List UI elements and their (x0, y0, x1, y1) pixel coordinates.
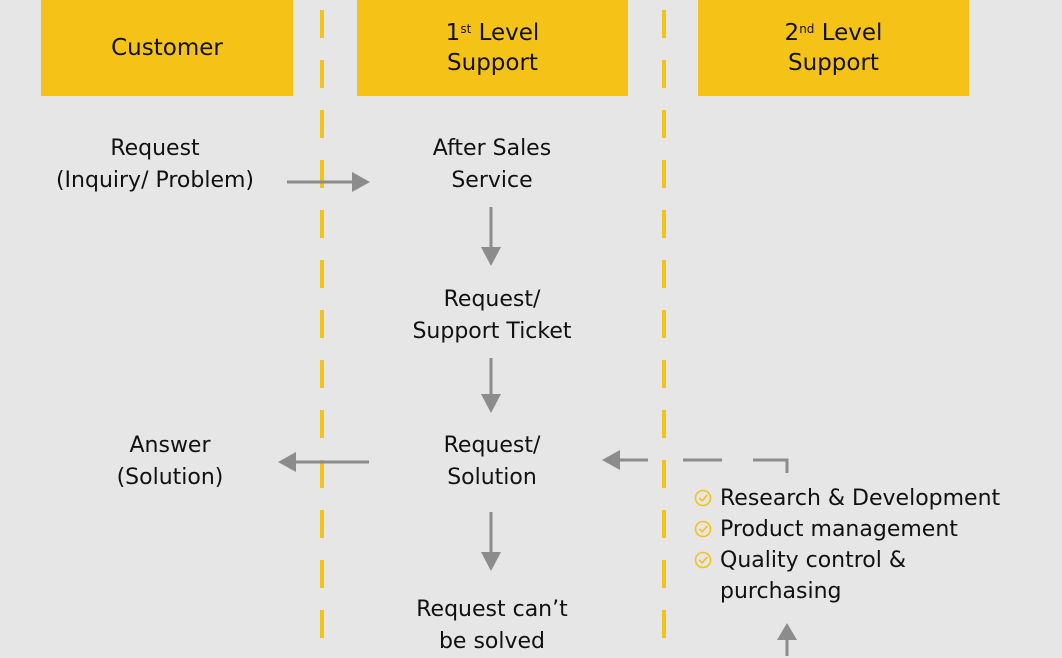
arrow-ticket-to-solution (481, 358, 501, 413)
node-solution-line2: Solution (447, 465, 537, 490)
lane-header-second-level-text: 2nd Level Support (785, 18, 883, 78)
list-item-continuation: purchasing (694, 576, 1000, 607)
list-item: Product management (694, 514, 1000, 545)
node-cant-solve-line2: be solved (438, 629, 546, 654)
node-customer-request: Request (Inquiry/ Problem) (24, 133, 286, 197)
node-answer-line2: (Solution) (116, 465, 224, 490)
node-customer-request-line1: Request (110, 136, 200, 161)
node-solution: Request/ Solution (376, 430, 608, 494)
lane-header-first-level-text: 1st Level Support (446, 18, 540, 78)
lane-header-first-level-sup: st (460, 22, 472, 36)
lane-header-customer: Customer (41, 0, 293, 96)
lane-header-customer-label: Customer (111, 35, 223, 61)
check-circle-icon (694, 551, 712, 569)
node-after-sales-line1: After Sales (432, 136, 552, 161)
arrow-solution-to-answer (278, 452, 369, 472)
capability-label: purchasing (720, 579, 842, 604)
node-support-ticket-line2: Support Ticket (412, 319, 572, 344)
arrow-after-sales-to-ticket (481, 207, 501, 266)
capability-label: Quality control & (720, 548, 907, 573)
node-support-ticket-line1: Request/ (443, 287, 541, 312)
lane-header-second-level-sup: nd (799, 22, 815, 36)
node-answer-line1: Answer (129, 433, 211, 458)
lane-header-second-level-prefix: 2 (784, 20, 800, 46)
arrow-solution-to-cant-solve (481, 512, 501, 571)
node-solution-line1: Request/ (443, 433, 541, 458)
arrow-request-to-after-sales (287, 172, 370, 192)
list-item: Quality control & (694, 545, 1000, 576)
node-cant-solve-line1: Request can’t (416, 597, 568, 622)
lane-header-second-level-line2: Support (788, 50, 879, 76)
lane-header-first-level-line2: Support (447, 50, 538, 76)
node-customer-request-line2: (Inquiry/ Problem) (55, 168, 255, 193)
lane-header-first-level: 1st Level Support (357, 0, 628, 96)
lane-header-first-level-line1: Level (478, 20, 540, 46)
node-support-ticket: Request/ Support Ticket (376, 284, 608, 348)
check-circle-icon (694, 520, 712, 538)
node-cant-solve: Request can’t be solved (376, 594, 608, 658)
arrow-second-level-to-solution (602, 450, 789, 473)
arrow-up-to-capabilities (777, 623, 797, 656)
second-level-capability-list: Research & Development Product managemen… (694, 483, 1000, 607)
check-circle-icon (694, 489, 712, 507)
lane-header-second-level: 2nd Level Support (698, 0, 969, 96)
node-after-sales: After Sales Service (376, 133, 608, 197)
capability-label: Product management (720, 517, 958, 542)
lane-header-first-level-prefix: 1 (445, 20, 461, 46)
lane-header-second-level-line1: Level (821, 20, 883, 46)
node-answer: Answer (Solution) (70, 430, 270, 494)
node-after-sales-line2: Service (451, 168, 533, 193)
capability-label: Research & Development (720, 486, 1001, 511)
list-item: Research & Development (694, 483, 1000, 514)
